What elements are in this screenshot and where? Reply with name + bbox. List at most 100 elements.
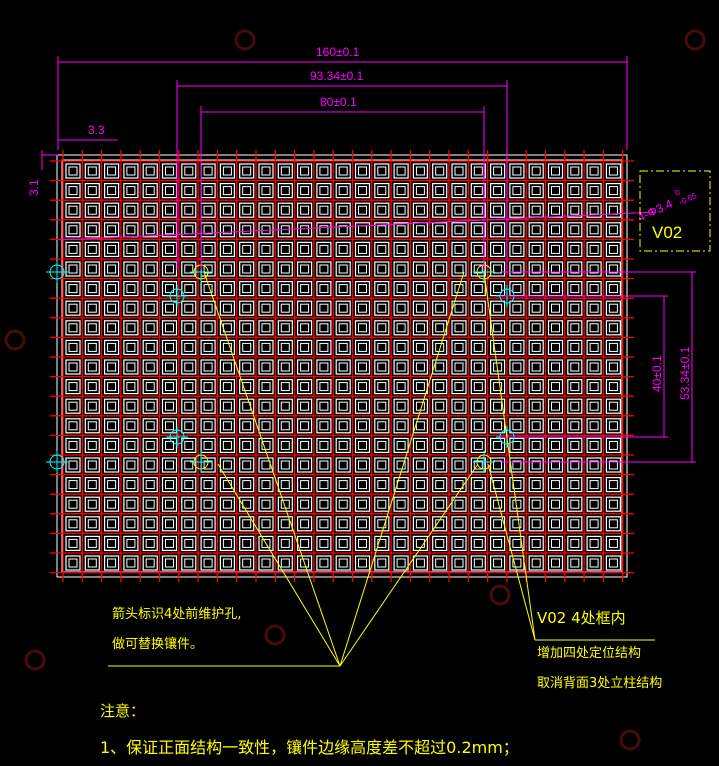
grid-cell [84,281,100,297]
grid-cell-inner [608,499,618,509]
grid-cell [432,379,448,395]
grid-cell [547,163,564,179]
grid-cell-inner [473,323,483,333]
grid-cell-inner [473,186,483,196]
grid-cell [123,339,139,355]
grid-cell-inner [396,225,406,235]
grid-cell [393,477,409,493]
grid-cell-inner [222,382,232,392]
grid-cell [142,300,158,316]
grid-cell-inner [531,480,541,490]
grid-cell-inner [203,401,213,411]
watermark-logo [24,649,46,671]
grid-cell [605,477,622,493]
grid-cell [103,496,120,512]
grid-cell-inner [358,244,367,254]
grid-cell [335,379,351,395]
grid-cell [586,222,602,238]
grid-cell [316,555,332,571]
grid-cell-inner [87,460,97,470]
grid-cell [161,477,178,493]
grid-cell [103,241,120,257]
grid-cell-inner [184,401,194,411]
grid-cell-inner [473,166,483,176]
grid-cell-inner [570,499,580,509]
grid-cell [470,261,486,277]
grid-cell [605,339,622,355]
grid-cell [335,398,351,414]
grid-cell-inner [126,421,136,431]
grid-cell-inner [165,264,174,274]
grid-cell [547,535,564,552]
detail-label: V02 [652,223,682,242]
grid-cell-inner [319,303,329,313]
grid-cell-inner [87,421,97,431]
grid-cell [258,516,274,532]
grid-cell [432,496,448,512]
grid-cell-inner [68,519,78,529]
grid-cell [123,418,139,434]
grid-cell [297,418,313,434]
grid-cell-inner [300,264,310,274]
grid-cell [509,398,525,414]
grid-cell-inner [377,342,387,352]
grid-cell [277,339,293,355]
grid-cell [181,281,197,297]
grid-cell-inner [608,440,618,450]
grid-cell [65,300,81,316]
grid-cell [393,339,409,355]
grid-cell [297,437,313,453]
grid-cell [567,516,583,532]
grid-cell [103,437,120,453]
grid-cell-inner [165,480,174,490]
grid-cell [567,163,583,179]
grid-cell [65,281,81,297]
grid-cell-inner [415,166,425,176]
grid-cell-inner [126,382,136,392]
grid-cell-inner [242,225,252,235]
grid-cell [103,300,120,316]
grid-cell-inner [415,244,425,254]
grid-cell [393,535,409,552]
grid-cell [547,300,564,316]
grid-cell-inner [396,519,406,529]
grid-cell [586,379,602,395]
grid-cell [142,339,158,355]
grid-cell-inner [531,421,541,431]
grid-cell [316,496,332,512]
grid-cell [432,418,448,434]
grid-cell [84,163,100,179]
grid-cell-inner [589,166,599,176]
grid-cell-inner [608,284,618,294]
grid-cell [316,320,332,336]
grid-cell-inner [358,538,367,548]
grid-cell [103,457,120,473]
grid-cell [335,222,351,238]
grid-cell [65,418,81,434]
grid-cell [65,516,81,532]
grid-cell-inner [68,460,78,470]
grid-cell-inner [300,382,310,392]
grid-cell-inner [126,558,136,568]
grid-cell [181,418,197,434]
grid-cell [547,477,564,493]
grid-cell-inner [512,244,522,254]
grid-cell [432,222,448,238]
grid-cell [84,300,100,316]
grid-cell [412,516,428,532]
grid-cell-inner [300,440,310,450]
grid-cell [567,437,583,453]
grid-cell-inner [589,480,599,490]
grid-cell-inner [184,205,194,215]
grid-cell [181,202,197,218]
grid-cell-inner [531,401,541,411]
grid-cell [354,535,371,552]
grid-cell [123,555,139,571]
grid-cell-inner [242,244,252,254]
grid-cell [277,477,293,493]
grid-cell [374,300,390,316]
grid-cell-inner [87,499,97,509]
grid-cell-inner [165,244,174,254]
grid-cell-inner [338,421,348,431]
grid-cell [567,320,583,336]
